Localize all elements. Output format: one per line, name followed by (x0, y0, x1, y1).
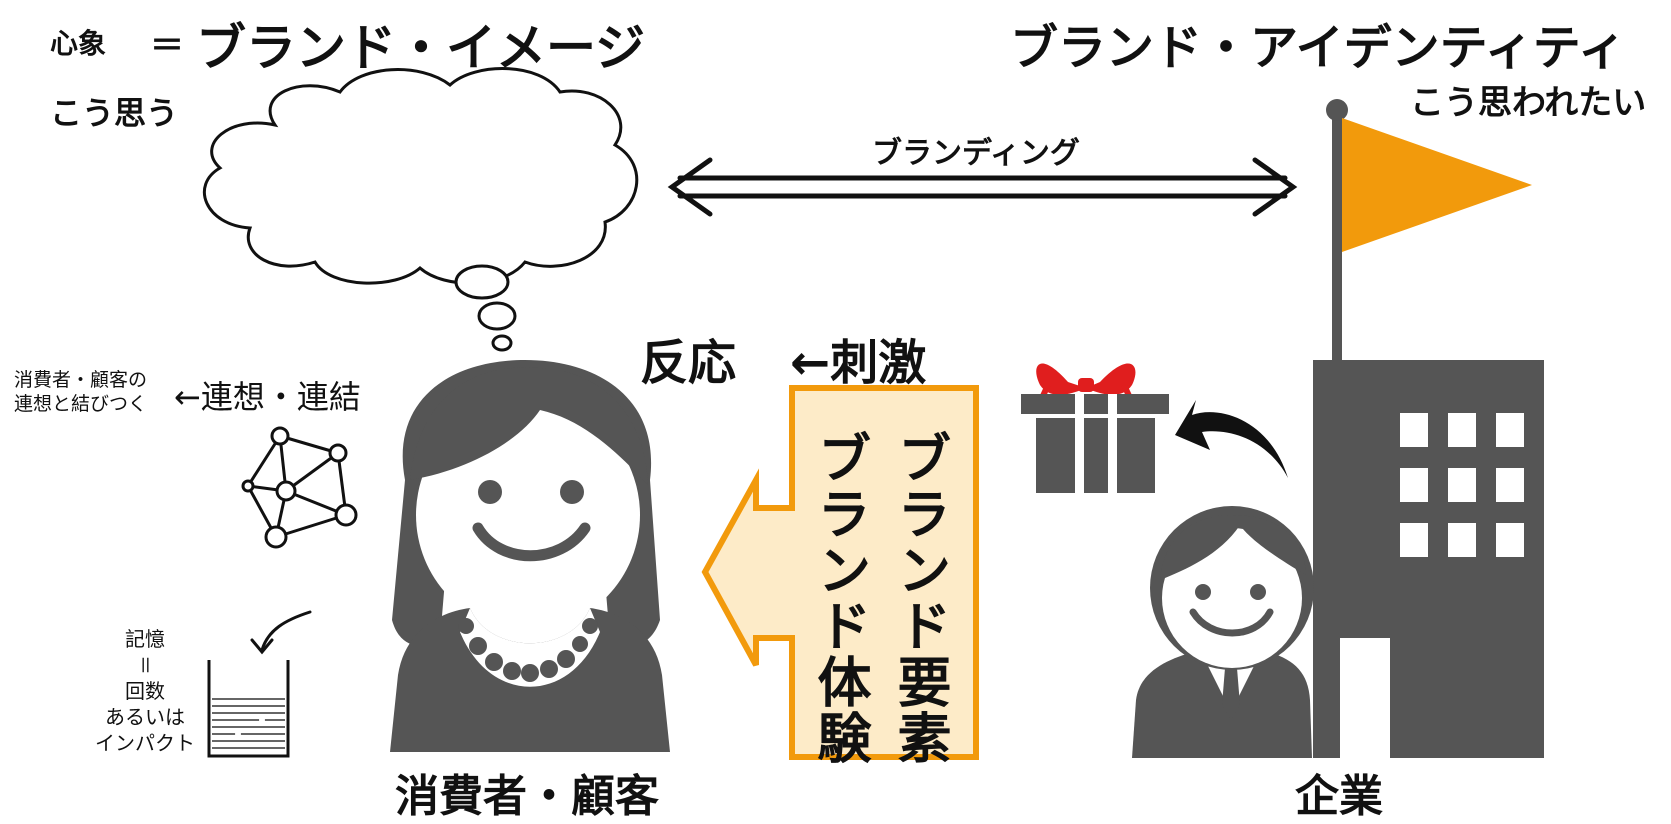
brand-image-title: ブランド・イメージ (196, 19, 645, 77)
stimulus-label: ←刺激 (790, 335, 927, 391)
memory-curved-arrow (250, 610, 312, 655)
stimulus-box-arrow (701, 385, 979, 760)
reaction-label: 反応 (640, 335, 737, 391)
thinks-label: こう思う (50, 94, 179, 132)
memory-line5: インパクト (95, 731, 195, 755)
association-arrow-text: ←連想・連結 (174, 378, 361, 416)
company-flag (1326, 99, 1532, 373)
memory-line4: あるいは (105, 705, 185, 729)
memory-line1: 記憶 (125, 627, 165, 651)
branding-double-arrow (667, 157, 1298, 217)
company-building-icon (1313, 360, 1544, 758)
branding-label: ブランディング (872, 136, 1080, 171)
consumer-label: 消費者・顧客 (395, 771, 659, 822)
association-side-text: 消費者・顧客の 連想と結びつく (14, 368, 147, 416)
giving-arrow-icon (1175, 400, 1288, 478)
brand-elements-text: ブランド要素 (888, 430, 951, 766)
gift-icon (1021, 363, 1169, 494)
memory-text: 記憶 ＝ 回数 あるいは インパクト (85, 626, 205, 756)
memory-line2: ＝ (133, 655, 157, 675)
thought-cloud (202, 67, 639, 352)
association-network-icon (241, 426, 358, 549)
association-side-line2: 連想と結びつく (14, 393, 148, 415)
businessman-figure (1132, 506, 1314, 758)
mind-label: 心象 (50, 27, 107, 60)
want-to-be-seen-label: こう思われたい (1410, 83, 1647, 123)
brand-experience-text: ブランド体験 (808, 430, 871, 766)
association-side-line1: 消費者・顧客の (14, 369, 148, 391)
memory-container-icon (207, 660, 290, 758)
company-label: 企業 (1295, 771, 1383, 822)
brand-identity-title: ブランド・アイデンティティ (1010, 20, 1626, 76)
consumer-woman-figure (390, 360, 670, 752)
equals-sign: ＝ (150, 26, 184, 66)
memory-line3: 回数 (125, 679, 165, 703)
